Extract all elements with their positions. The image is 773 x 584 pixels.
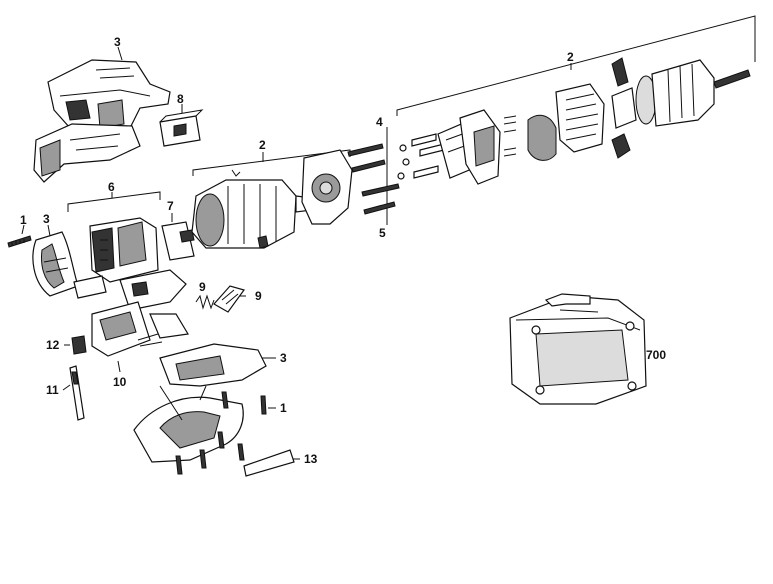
spring bbox=[196, 296, 214, 308]
motor-module bbox=[74, 218, 158, 298]
callout-2-left: 2 bbox=[259, 138, 266, 152]
callout-11: 11 bbox=[46, 383, 59, 397]
carrying-case bbox=[510, 294, 646, 404]
switch-assembly bbox=[92, 270, 188, 356]
brush-holder bbox=[162, 222, 194, 260]
callout-7: 7 bbox=[167, 199, 174, 213]
callout-8: 8 bbox=[177, 92, 184, 106]
terminal-block bbox=[160, 110, 202, 146]
bracket-2-right bbox=[397, 16, 755, 116]
callout-1-bottom: 1 bbox=[280, 401, 287, 415]
motor-housing bbox=[192, 150, 352, 248]
screw-left bbox=[8, 236, 31, 247]
callout-9-clip: 9 bbox=[255, 289, 262, 303]
housing-screws bbox=[176, 392, 266, 474]
long-screws bbox=[348, 144, 399, 214]
small-block bbox=[72, 336, 86, 354]
bracket-6 bbox=[68, 192, 160, 212]
callout-3-bottom: 3 bbox=[280, 351, 287, 365]
callout-13: 13 bbox=[304, 452, 318, 466]
callout-3-left: 3 bbox=[43, 212, 50, 226]
clip bbox=[214, 286, 244, 312]
callout-9-spring: 9 bbox=[199, 280, 206, 294]
callout-12: 12 bbox=[46, 338, 60, 352]
housing-half-upper bbox=[34, 60, 170, 182]
callout-10: 10 bbox=[113, 375, 127, 389]
gear-train bbox=[398, 58, 750, 184]
label-plate bbox=[244, 450, 294, 476]
callout-700: 700 bbox=[646, 348, 667, 362]
end-cap bbox=[33, 232, 78, 296]
callout-2-right: 2 bbox=[567, 50, 574, 64]
callout-5: 5 bbox=[379, 226, 386, 240]
housing-half-lower bbox=[134, 344, 266, 462]
bit bbox=[70, 366, 84, 420]
callout-1-left: 1 bbox=[20, 213, 27, 227]
callout-3-top: 3 bbox=[114, 35, 121, 49]
callout-6: 6 bbox=[108, 180, 115, 194]
callout-4: 4 bbox=[376, 115, 383, 129]
